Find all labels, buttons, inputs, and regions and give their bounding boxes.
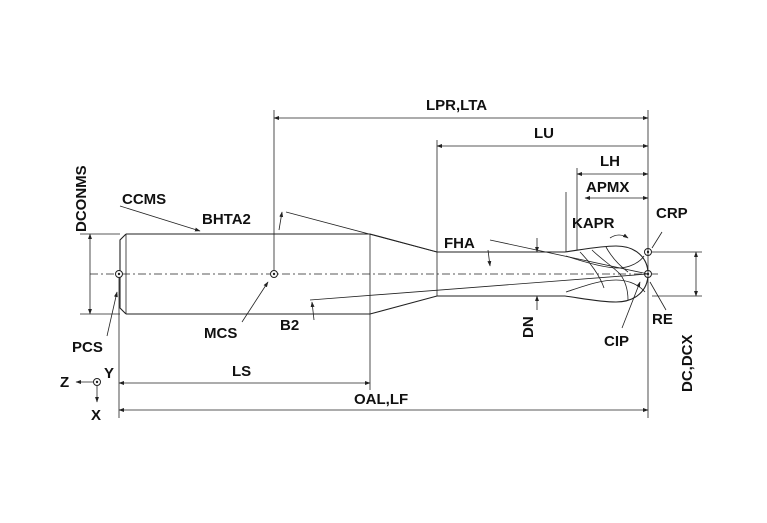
label-re: RE	[652, 311, 673, 328]
label-ccms: CCMS	[122, 191, 166, 208]
label-lpr-lta: LPR,LTA	[426, 97, 487, 114]
label-axis-x: X	[91, 407, 101, 424]
reference-points	[93, 248, 652, 386]
label-lu: LU	[534, 125, 554, 142]
label-cip: CIP	[604, 333, 629, 350]
label-kapr: KAPR	[572, 215, 615, 232]
label-fha: FHA	[444, 235, 475, 252]
label-lh: LH	[600, 153, 620, 170]
label-mcs: MCS	[204, 325, 237, 342]
label-pcs: PCS	[72, 339, 103, 356]
label-apmx: APMX	[586, 179, 629, 196]
dimension-lines	[75, 110, 702, 418]
label-dn: DN	[520, 316, 537, 338]
label-crp: CRP	[656, 205, 688, 222]
label-oal-lf: OAL,LF	[354, 391, 408, 408]
label-ls: LS	[232, 363, 251, 380]
label-b2: B2	[280, 317, 299, 334]
label-axis-z: Z	[60, 374, 69, 391]
label-axis-y: Y	[104, 365, 114, 382]
label-dconms: DCONMS	[73, 165, 90, 232]
label-bhta2: BHTA2	[202, 211, 251, 228]
label-dc-dcx: DC,DCX	[679, 334, 696, 392]
